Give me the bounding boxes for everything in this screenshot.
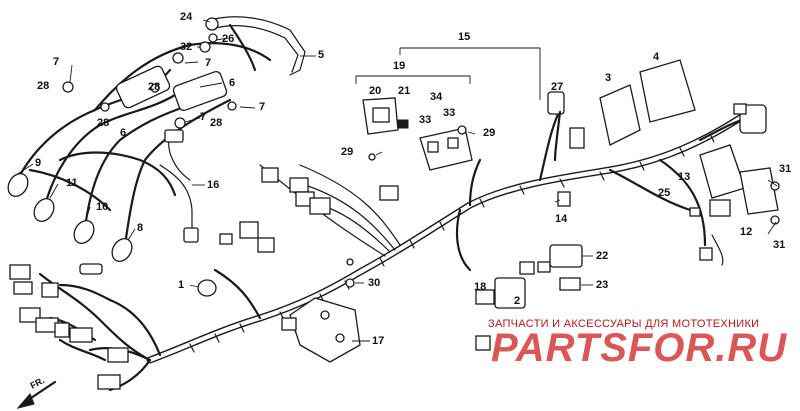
part-label: 23 (596, 279, 609, 291)
part-label: 26 (222, 33, 235, 45)
part-label: 2 (514, 295, 521, 307)
part-label: 29 (483, 127, 496, 139)
part-label: 27 (551, 81, 564, 93)
part-label: 10 (96, 201, 109, 213)
top-bracket-assembly (199, 16, 306, 76)
part-label: 31 (779, 163, 792, 175)
ignition-coil-wiring (7, 42, 272, 262)
part-label: 7 (205, 57, 212, 69)
part-label: 1 (178, 279, 185, 291)
relays-lower-right (475, 191, 583, 351)
part-label: 8 (137, 222, 144, 234)
part-label: 15 (458, 31, 471, 43)
part-label: 13 (678, 171, 691, 183)
part-label: 28 (210, 117, 223, 129)
right-sensors (689, 103, 780, 266)
part-label: 6 (229, 77, 236, 89)
part-label: 33 (443, 107, 456, 119)
watermark-logo: PARTSFOR.RU (491, 326, 788, 370)
part-label: 4 (653, 51, 660, 63)
part-label: 31 (773, 239, 786, 251)
middle-connectors (219, 167, 399, 253)
part-label: 30 (368, 277, 381, 289)
part-label: 33 (419, 114, 432, 126)
part-label: 9 (35, 157, 42, 169)
part-label: 5 (318, 49, 325, 61)
part-label: 21 (398, 85, 411, 97)
part-label: 24 (180, 11, 193, 23)
part-label: 16 (207, 179, 220, 191)
part-label: 28 (37, 80, 50, 92)
part-label: 11 (66, 177, 78, 189)
part-label: 29 (341, 146, 354, 158)
part-label: 25 (658, 187, 671, 199)
part-label: 22 (596, 250, 609, 262)
part-label: 19 (393, 60, 406, 72)
part-label: 3 (605, 72, 612, 84)
part-label: 17 (372, 335, 385, 347)
part-label: 7 (259, 101, 266, 113)
relay-3-4 (547, 59, 696, 162)
part-label: 6 (120, 127, 127, 139)
part-label: 20 (369, 85, 382, 97)
part-label: 28 (148, 81, 161, 93)
lower-left-connectors (9, 263, 129, 390)
main-wire-harness (38, 108, 762, 392)
part-label: 34 (430, 91, 443, 103)
watermark-text: ЗАПЧАСТИ И АКСЕССУАРЫ ДЛЯ МОТОТЕХНИКИ (488, 318, 760, 330)
bracket-17 (281, 297, 361, 363)
part-label: 14 (555, 213, 568, 225)
part-label: 28 (97, 117, 110, 129)
part-label: 32 (180, 41, 193, 53)
part-label: 7 (53, 56, 60, 68)
relay-group-15 (355, 47, 541, 171)
part-label: 12 (740, 226, 753, 238)
leader-lines (15, 19, 778, 342)
part-label: 18 (474, 281, 487, 293)
clamp-1 (197, 279, 217, 297)
wire-16 (159, 164, 193, 229)
part-label: 7 (200, 111, 207, 123)
